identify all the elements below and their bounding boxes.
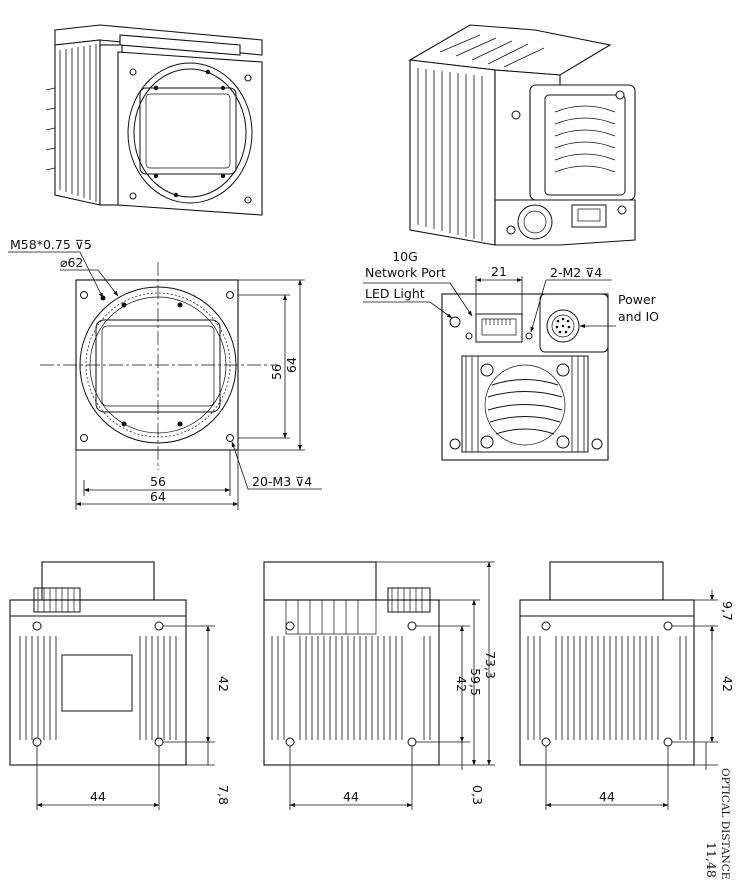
optical-distance-value: 11,48 [704,842,719,878]
power-label-line2: and IO [618,309,659,324]
mount-holes-label: 20-M3 ⊽4 [252,474,312,489]
dim-front-width-inner: 56 [150,474,166,489]
dim-top-offset: 9,7 [720,601,735,621]
dim-top-height: 42 [720,676,735,692]
front-ortho-view [8,251,322,510]
dim-port-spacing: 21 [491,264,507,279]
top-view [519,561,718,810]
dim-front-width-outer: 64 [150,489,166,504]
power-label-line1: Power [618,292,657,307]
dim-front-height-outer: 64 [284,357,299,373]
isometric-front-view [45,24,263,216]
dim-side-width: 44 [343,789,359,804]
side-view [263,561,495,810]
led-light-label: LED Light [365,286,425,301]
dim-bottom-width: 44 [90,789,106,804]
dim-side-height: 42 [454,676,469,692]
thread-label: M58*0.75 ⊽5 [10,237,92,252]
diameter-label: ⌀62 [60,255,83,270]
network-port-label-line2: Network Port [365,265,446,280]
screw-label: 2-M2 ⊽4 [550,265,602,280]
dim-side-mid: 59,5 [468,668,483,696]
network-port-label-line1: 10G [392,249,418,264]
optical-distance-label: OPTICAL DISTANCE [719,768,731,879]
dim-top-width: 44 [599,789,615,804]
rear-ortho-view [363,276,616,461]
dim-side-total: 73,3 [483,651,498,679]
dim-front-height-inner: 56 [269,364,284,380]
dim-bottom-offset: 7,8 [216,785,231,805]
bottom-view [9,561,215,810]
dim-bottom-height: 42 [216,676,231,692]
isometric-rear-view [408,24,636,246]
dim-side-offset: 0,3 [470,785,485,805]
